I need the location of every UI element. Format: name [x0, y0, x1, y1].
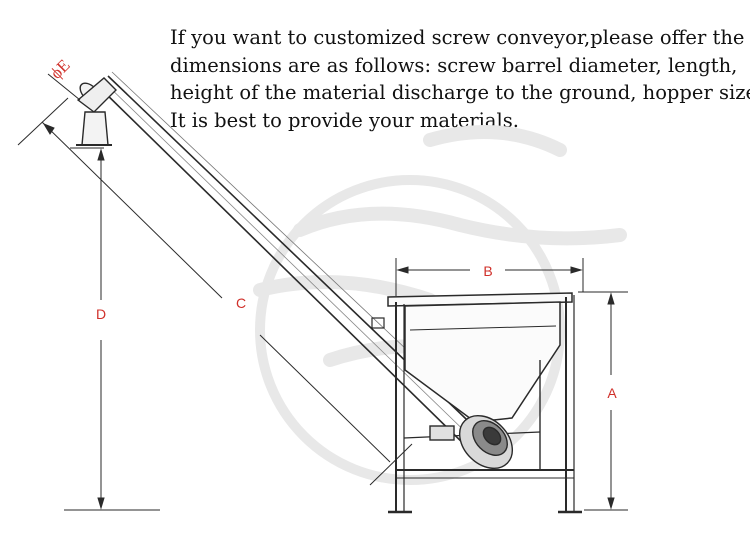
label-a: A — [607, 385, 617, 401]
conveyor-tube — [97, 71, 495, 451]
discharge-head — [76, 77, 117, 146]
label-c: C — [236, 295, 246, 311]
caption-line: dimensions are as follows: screw barrel … — [170, 53, 738, 77]
dimension-e — [47, 73, 81, 101]
feed-hopper — [371, 292, 582, 514]
label-d: D — [96, 306, 106, 322]
caption-line: It is best to provide your materials. — [170, 108, 519, 132]
instructions-caption: If you want to customized screw conveyor… — [170, 24, 750, 134]
label-e: ϕE — [47, 56, 74, 83]
drive-motor — [429, 414, 514, 470]
dimension-d — [64, 147, 160, 511]
caption-line: If you want to customized screw conveyor… — [170, 26, 745, 49]
label-b: B — [483, 263, 492, 279]
dimension-b — [395, 258, 584, 296]
dimension-c — [17, 97, 413, 486]
dimension-a — [578, 291, 628, 511]
caption-line: height of the material discharge to the … — [170, 81, 750, 104]
